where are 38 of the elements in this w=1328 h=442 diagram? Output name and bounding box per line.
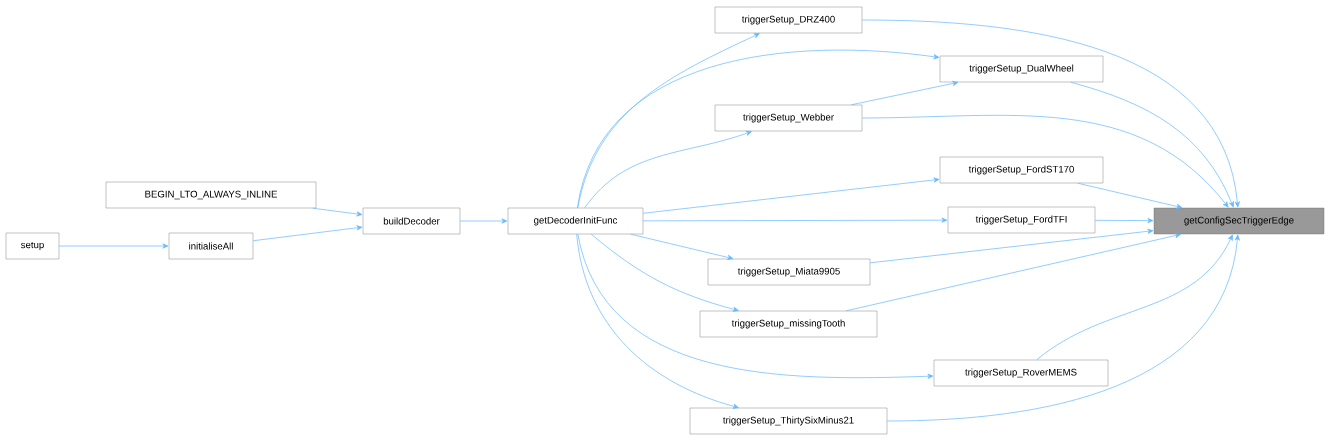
function-box: triggerSetup_Miata9905 xyxy=(707,258,871,286)
arrow xyxy=(1036,234,1233,361)
arrow xyxy=(58,243,169,249)
arrow xyxy=(861,114,1229,208)
function-box: initialiseAll xyxy=(168,232,254,260)
arrow xyxy=(1070,81,1234,208)
function-box: triggerSetup_DRZ400 xyxy=(714,6,863,34)
arrow xyxy=(630,233,734,260)
function-box: triggerSetup_RoverMEMS xyxy=(933,359,1109,387)
function-box: buildDecoder xyxy=(362,207,461,235)
function-box: getConfigSecTriggerEdge xyxy=(1153,207,1325,235)
arrow xyxy=(642,217,948,223)
function-box: BEGIN_LTO_ALWAYS_INLINE xyxy=(105,181,317,209)
function-box: triggerSetup_ThirtySixMinus21 xyxy=(689,407,888,435)
function-box: triggerSetup_missingTooth xyxy=(699,310,878,338)
arrow xyxy=(1094,218,1154,224)
arrow xyxy=(590,233,739,312)
arrow xyxy=(584,130,752,209)
arrow xyxy=(577,233,934,379)
arrow xyxy=(577,50,940,209)
arrow xyxy=(869,228,1154,264)
arrow xyxy=(642,177,940,214)
function-box: triggerSetup_Webber xyxy=(714,104,863,132)
arrow xyxy=(861,19,1240,208)
function-box: getDecoderInitFunc xyxy=(507,207,644,235)
function-box: triggerSetup_FordTFI xyxy=(947,206,1096,234)
function-box: setup xyxy=(5,232,60,260)
arrow xyxy=(845,233,1181,312)
arrow xyxy=(576,233,739,409)
function-box: triggerSetup_FordST170 xyxy=(939,156,1104,184)
arrow xyxy=(252,225,363,242)
arrow xyxy=(312,207,363,217)
arrow xyxy=(577,33,760,209)
arrow xyxy=(1077,182,1183,209)
arrow xyxy=(459,218,508,224)
arrow xyxy=(850,80,959,106)
arrow xyxy=(886,234,1240,422)
function-box: triggerSetup_DualWheel xyxy=(939,55,1104,83)
